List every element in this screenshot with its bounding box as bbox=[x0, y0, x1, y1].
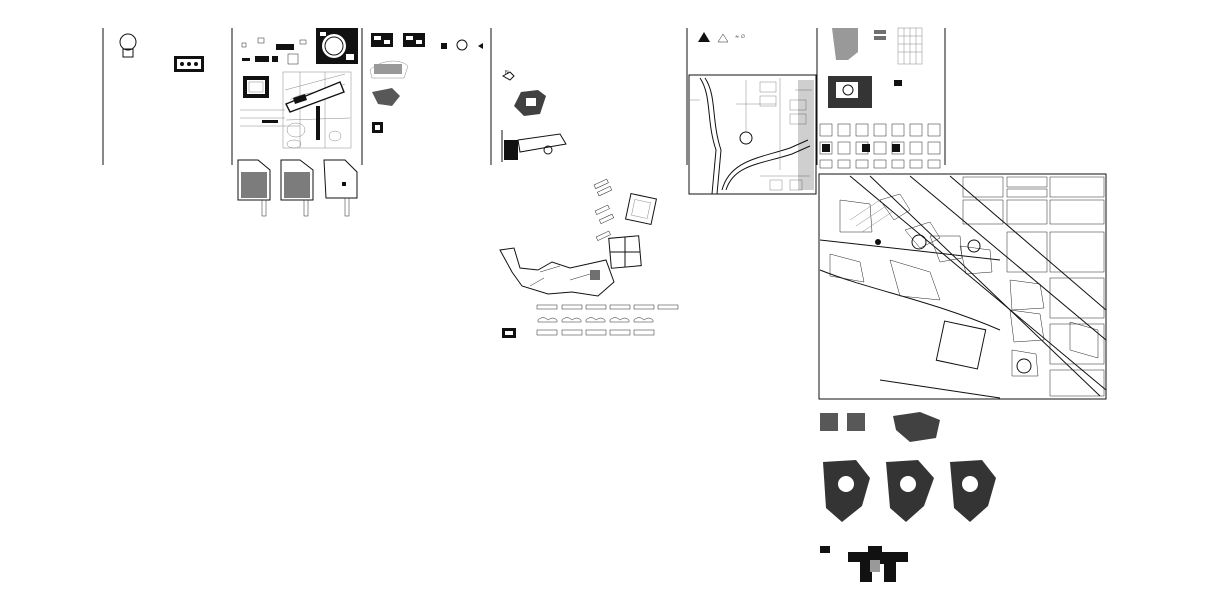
panel-7-block-plans bbox=[819, 27, 941, 169]
detail-plans bbox=[820, 412, 996, 582]
skewed-site-plan bbox=[499, 178, 658, 297]
urban-master-plan bbox=[818, 173, 1107, 400]
panel-4-plans: N bbox=[501, 70, 567, 162]
panel-2-site-plan bbox=[237, 28, 358, 217]
panel-dividers bbox=[102, 28, 946, 165]
panel-1-sketches bbox=[119, 33, 204, 72]
panel-6-park-map: ≈ ∅ bbox=[688, 32, 817, 195]
panel6-mark: ≈ ∅ bbox=[735, 34, 745, 40]
panel-3-plans bbox=[369, 33, 483, 133]
panel4-mark: N bbox=[505, 70, 509, 76]
section-strips bbox=[502, 304, 679, 338]
